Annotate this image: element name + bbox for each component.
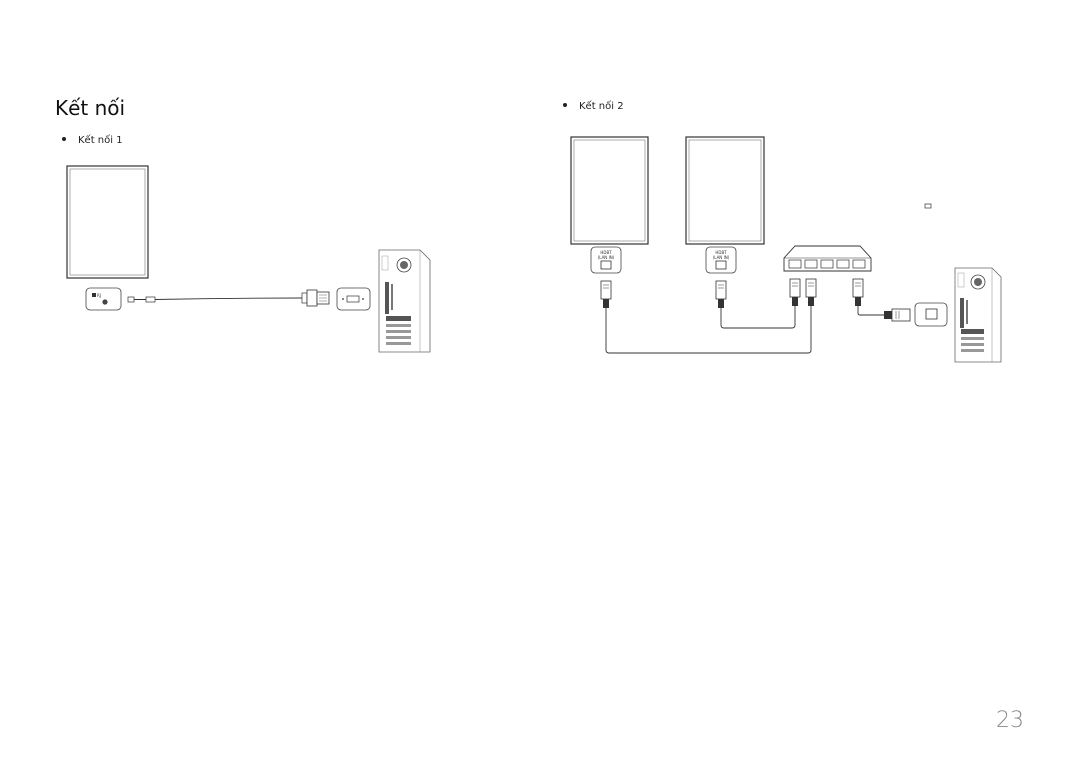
display-lan-port-box-1: HDBT (LAN IN) — [590, 246, 622, 274]
display-panel-2 — [570, 136, 649, 245]
display-panel-3 — [685, 136, 765, 245]
dsub-connector — [301, 289, 330, 307]
lan-plug-switch-3 — [852, 278, 864, 306]
page-title: Kết nối — [55, 96, 126, 120]
bullet-dot — [563, 103, 567, 107]
svg-text:(LAN IN): (LAN IN) — [598, 255, 615, 260]
section-bullet-connection-2: Kết nối 2 — [563, 101, 624, 112]
lan-plug-switch-1 — [789, 278, 801, 306]
page-number: 23 — [996, 708, 1024, 733]
bullet-label: Kết nối 2 — [579, 101, 624, 112]
bullet-label: Kết nối 1 — [78, 135, 123, 146]
lan-plug-pc — [884, 308, 911, 322]
svg-text:(LAN IN): (LAN IN) — [713, 255, 730, 260]
display-rs232-port-box: RJ — [85, 287, 122, 311]
stereo-cable — [127, 296, 304, 303]
lan-plug-display-2 — [715, 280, 727, 308]
pc-lan-port-box — [914, 302, 948, 327]
pc-tower-2 — [954, 267, 1002, 363]
lan-plug-display-1 — [600, 280, 612, 308]
lan-cables — [605, 306, 884, 354]
display-panel-1 — [66, 165, 149, 279]
network-switch — [783, 245, 872, 272]
small-marker-icon — [924, 203, 932, 209]
section-bullet-connection-1: Kết nối 1 — [62, 135, 123, 146]
pc-serial-port-box — [336, 287, 371, 311]
lan-port-label-2: HDBT — [715, 250, 727, 255]
lan-port-label-1: HDBT — [600, 250, 612, 255]
lan-plug-switch-2 — [805, 278, 817, 306]
rs232-port-label: RJ — [97, 293, 101, 298]
bullet-dot — [62, 137, 66, 141]
pc-tower-1 — [378, 249, 431, 353]
display-lan-port-box-2: HDBT (LAN IN) — [705, 246, 737, 274]
